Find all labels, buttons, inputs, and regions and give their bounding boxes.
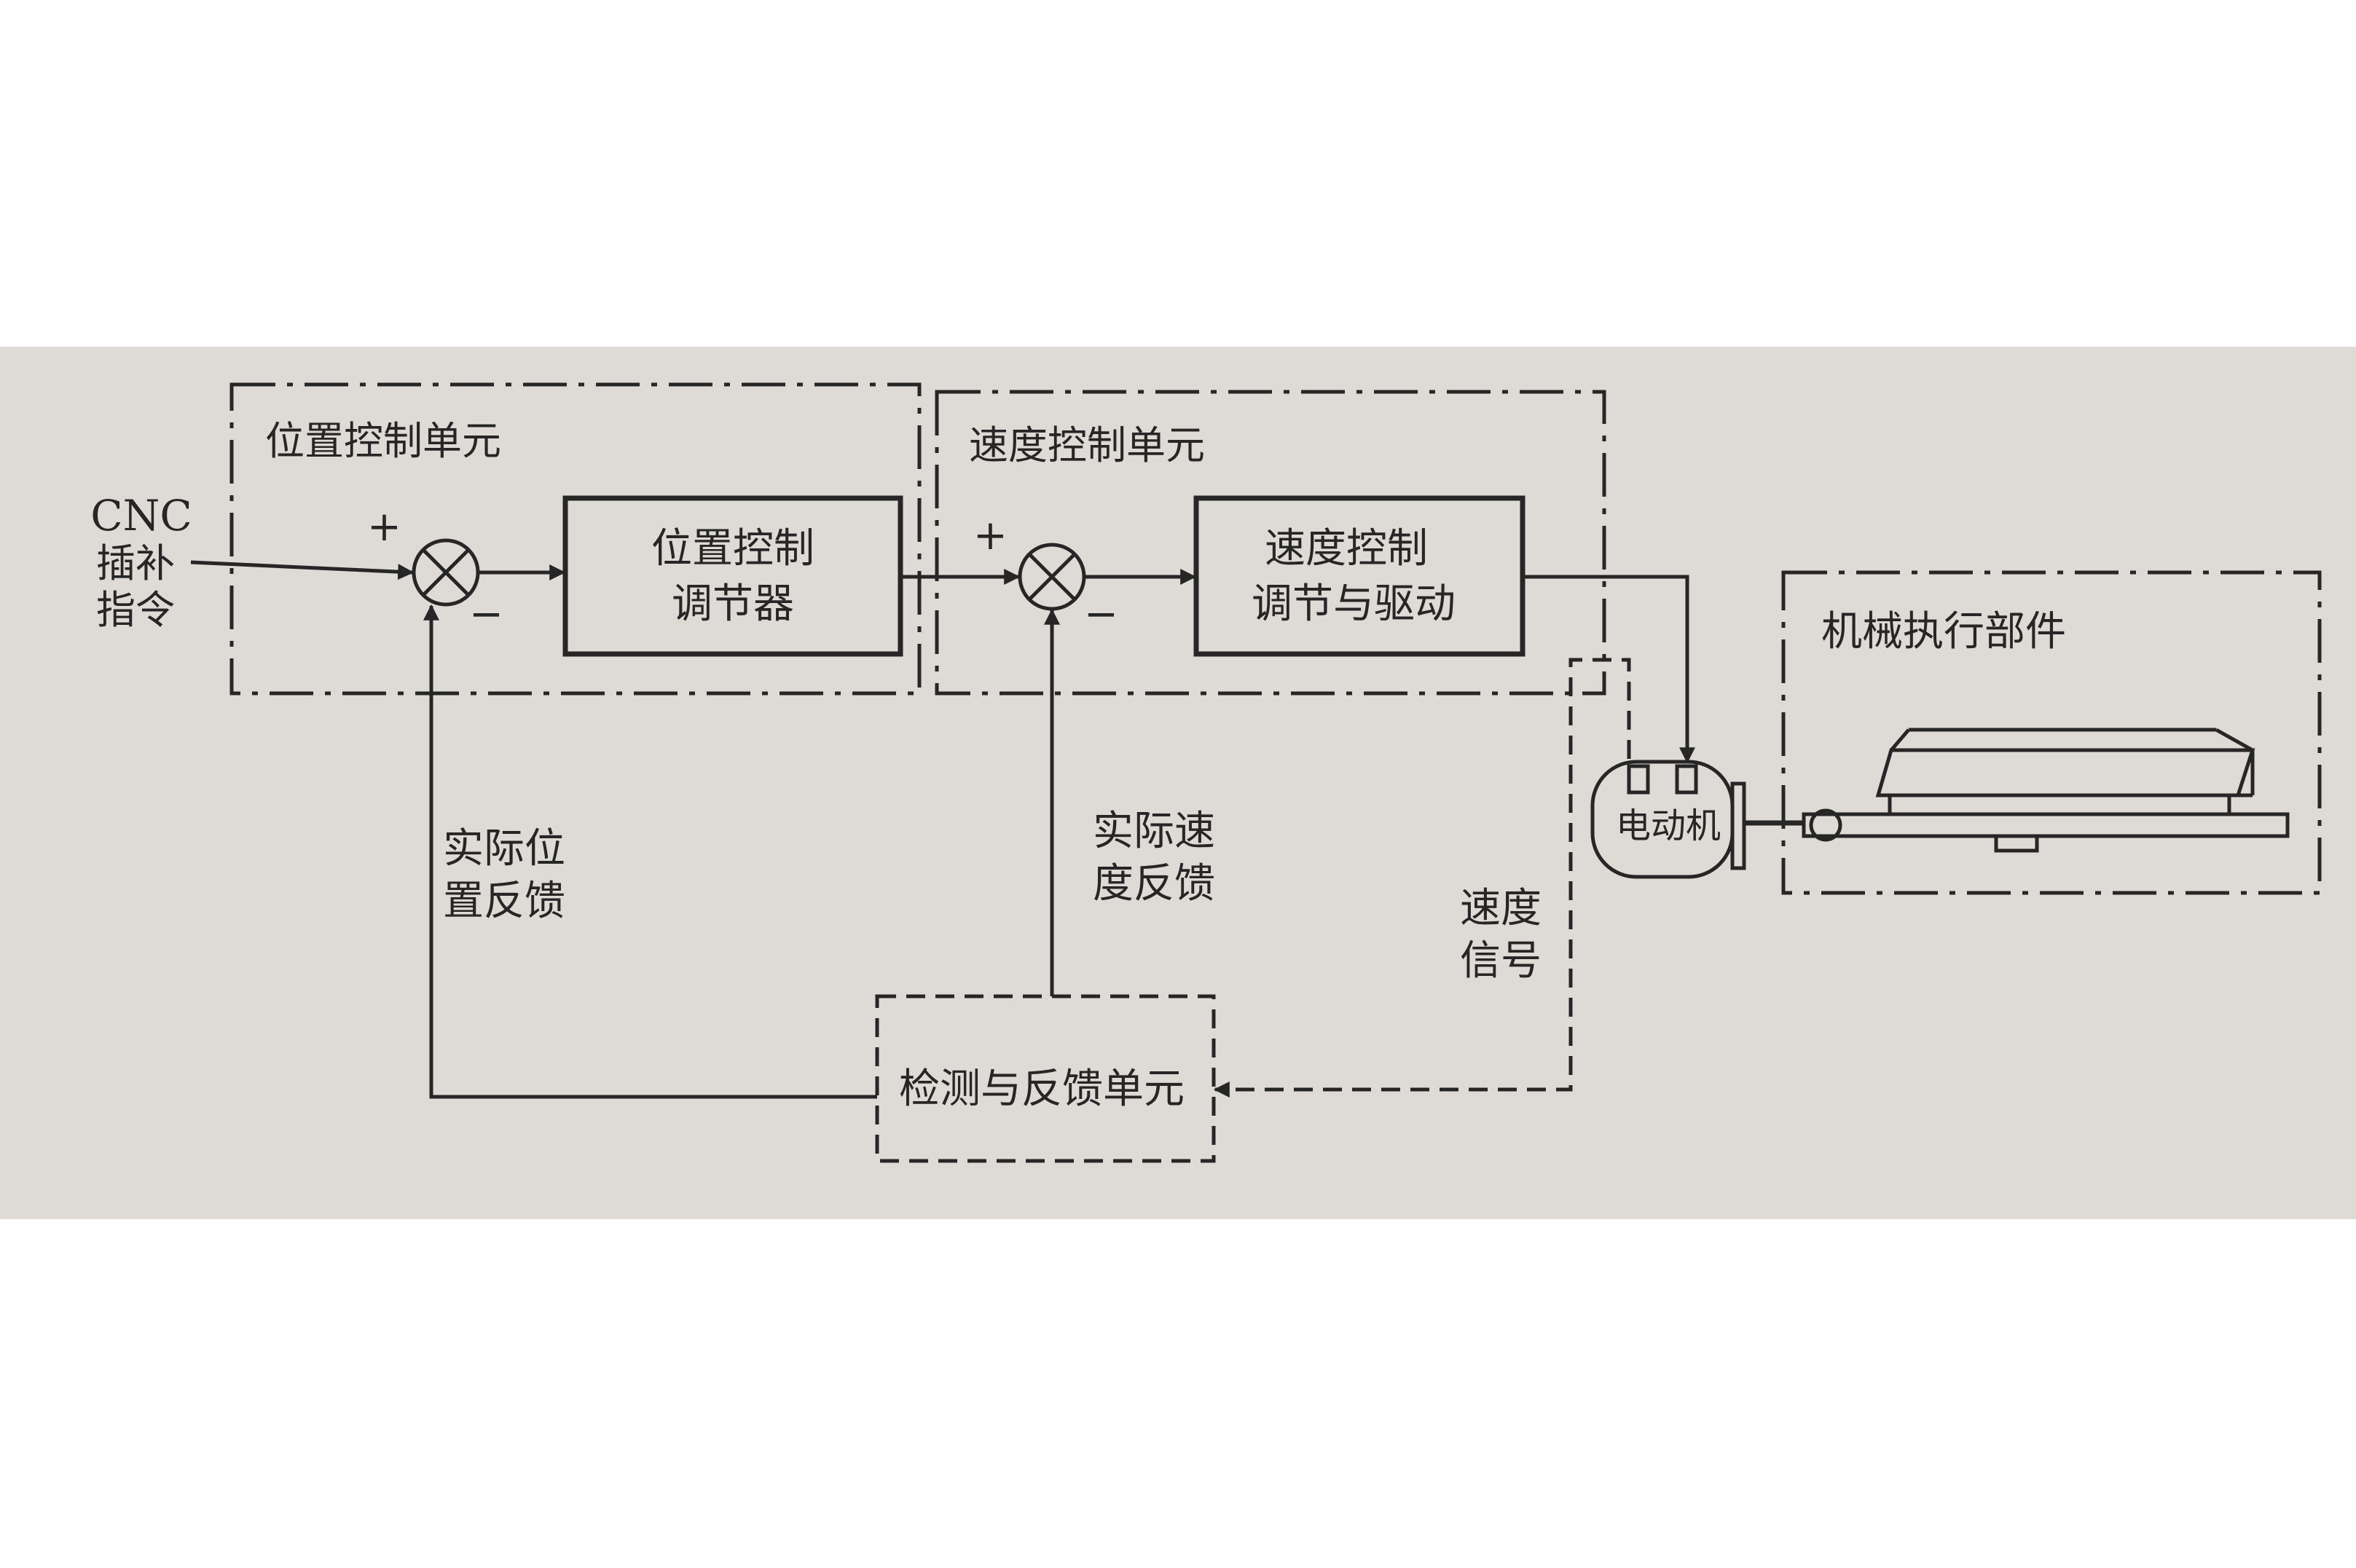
input-label-interp: 插补 xyxy=(96,540,175,586)
actual-speed-feedback-label-2: 度反馈 xyxy=(1093,860,1215,907)
position-control-unit-frame xyxy=(229,382,922,696)
input-arrow xyxy=(190,560,415,580)
position-unit-title: 位置控制单元 xyxy=(265,418,501,464)
motor-icon xyxy=(1590,760,1804,879)
speed-regulator-label-2: 调节与驱动 xyxy=(1252,580,1456,628)
speed-signal-label-2: 信号 xyxy=(1460,937,1542,985)
speed-regulator-label-1: 速度控制 xyxy=(1265,525,1428,572)
paper-background xyxy=(0,347,2356,1219)
feedback-unit-label: 检测与反馈单元 xyxy=(899,1065,1185,1113)
mechanical-unit-label: 机械执行部件 xyxy=(1821,608,2066,655)
feedback-unit-block xyxy=(875,994,1216,1163)
speed-control-unit-frame xyxy=(935,390,1606,696)
mechanical-unit-frame xyxy=(1781,570,2322,895)
speed-sum-minus: − xyxy=(1084,591,1118,638)
actual-position-feedback-label-1: 实际位 xyxy=(443,825,565,872)
input-label-command: 指令 xyxy=(96,587,175,633)
speed-unit-title: 速度控制单元 xyxy=(969,422,1205,468)
position-feedback-arrow xyxy=(423,604,877,1099)
position-sum-minus: − xyxy=(469,591,503,638)
actual-speed-feedback-label-1: 实际速 xyxy=(1093,808,1215,855)
motor-label: 电动机 xyxy=(1616,805,1721,846)
position-regulator-label-1: 位置控制 xyxy=(651,525,814,572)
drive-to-motor-arrow xyxy=(1523,575,1695,764)
position-regulator-label-2: 调节器 xyxy=(672,580,794,628)
position-sum-plus: + xyxy=(367,503,401,551)
speed-signal-dashed-line xyxy=(1213,658,1631,1098)
machine-table-icon xyxy=(1802,728,2290,853)
speed-signal-label-1: 速度 xyxy=(1460,885,1542,932)
speed-sum-plus: + xyxy=(973,512,1008,559)
actual-position-feedback-label-2: 置反馈 xyxy=(443,878,565,925)
input-label-cnc: CNC xyxy=(90,491,192,540)
